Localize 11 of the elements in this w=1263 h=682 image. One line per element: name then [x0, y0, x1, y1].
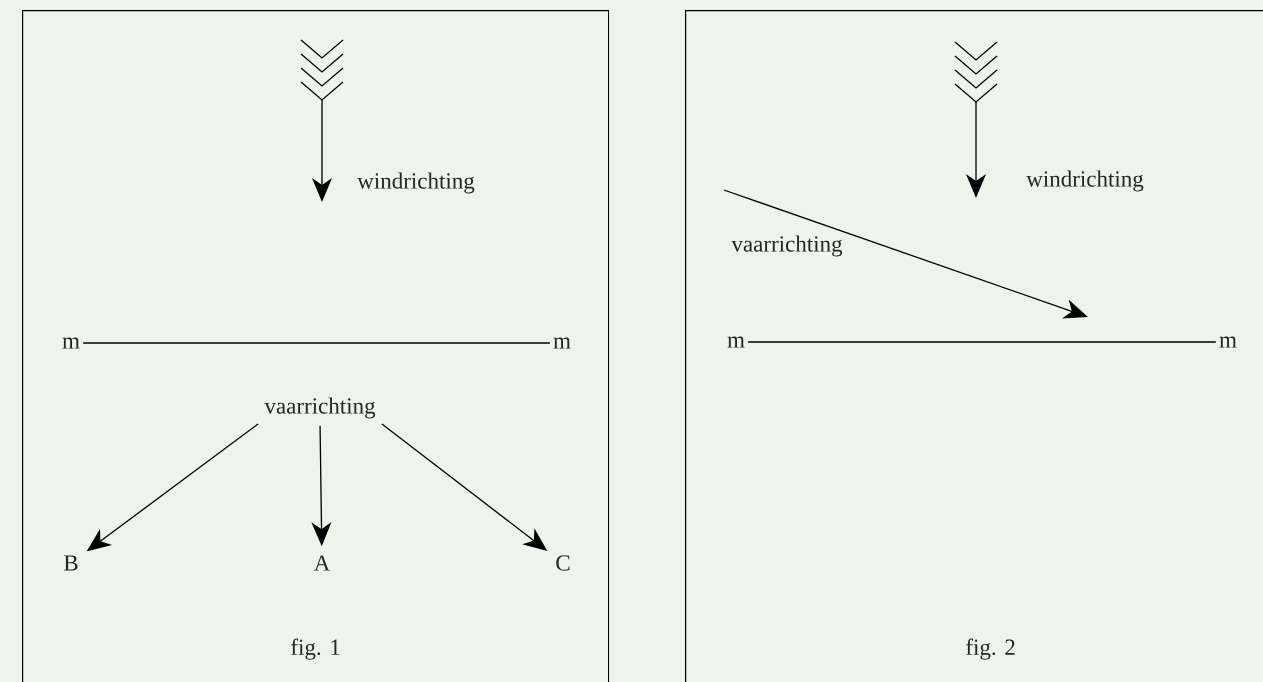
point-label: m [62, 337, 80, 349]
point-label: m [1219, 336, 1237, 348]
point-label: B [64, 555, 78, 571]
point-label: m [553, 337, 571, 349]
direction-label: windrichting [1026, 170, 1144, 192]
point-label: C [556, 555, 570, 571]
point-label: A [313, 555, 331, 571]
point-label: m [727, 336, 745, 348]
direction-label: vaarrichting [731, 235, 843, 257]
point-label: vaarrichting [264, 397, 376, 419]
direction-label: windrichting [357, 172, 475, 194]
